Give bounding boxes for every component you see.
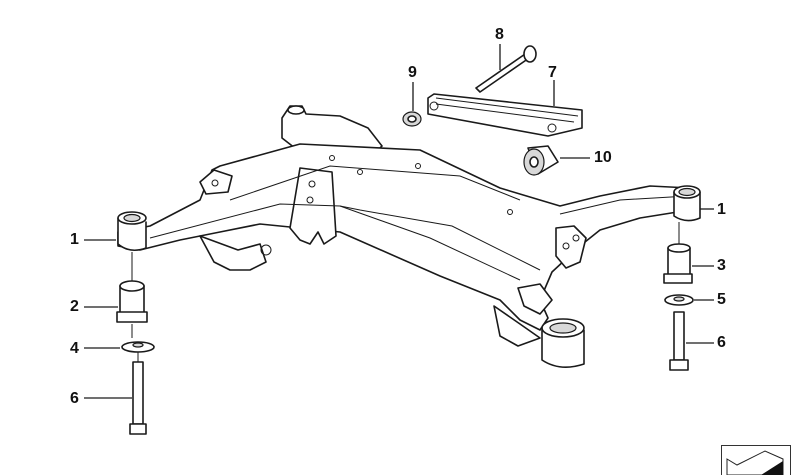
callout-7: 7 bbox=[548, 65, 557, 81]
bushing-housing-front-drawing bbox=[542, 319, 584, 367]
callout-1-left: 1 bbox=[70, 232, 79, 248]
callout-9: 9 bbox=[408, 65, 417, 81]
callout-4: 4 bbox=[70, 341, 79, 357]
callout-2: 2 bbox=[70, 299, 79, 315]
callout-1-right: 1 bbox=[717, 202, 726, 218]
subframe-body bbox=[118, 144, 690, 346]
callout-6-right: 6 bbox=[717, 335, 726, 351]
callout-8: 8 bbox=[495, 27, 504, 43]
callout-3: 3 bbox=[717, 258, 726, 274]
callout-6-left: 6 bbox=[70, 391, 79, 407]
right-mount-stack bbox=[664, 222, 693, 370]
bushing-housing-right-drawing bbox=[674, 186, 700, 221]
left-mount-stack bbox=[117, 252, 154, 434]
view-orientation-icon bbox=[721, 445, 791, 475]
callout-10: 10 bbox=[594, 150, 612, 166]
bushing-housing-left-drawing bbox=[118, 212, 146, 250]
callout-5: 5 bbox=[717, 292, 726, 308]
